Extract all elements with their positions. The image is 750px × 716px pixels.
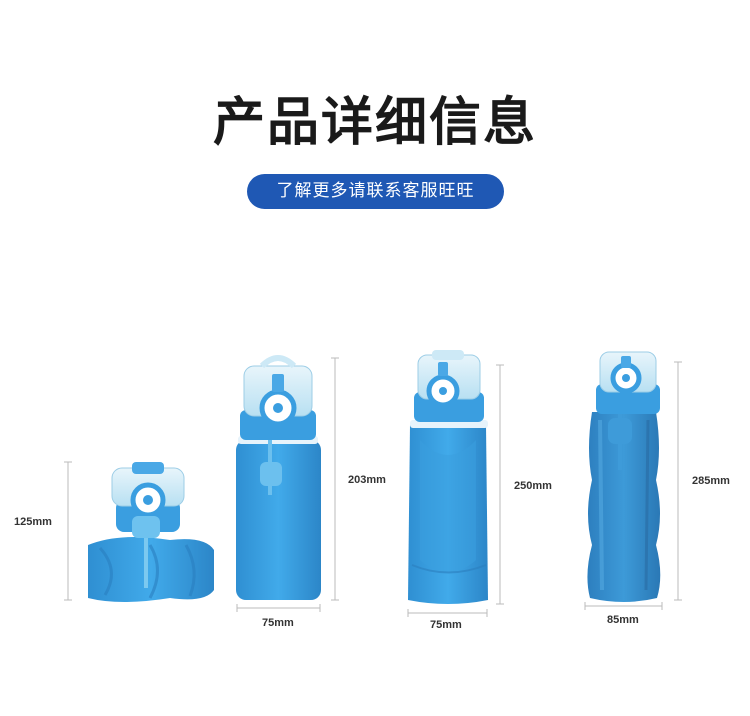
width-label-3: 75mm [430, 619, 462, 631]
height-label-2: 203mm [348, 474, 386, 486]
contact-pill[interactable]: 了解更多请联系客服旺旺 [247, 174, 504, 209]
product-203: 203mm 75mm [236, 355, 386, 629]
height-label-3: 250mm [514, 480, 552, 492]
height-label-4: 285mm [692, 475, 730, 487]
product-250: 250mm 75mm [407, 350, 552, 631]
product-285: 285mm 85mm [584, 351, 730, 626]
height-label-1: 125mm [14, 516, 52, 528]
product-rolled: 125mm [14, 461, 214, 602]
width-label-4: 85mm [607, 614, 639, 626]
width-label-2: 75mm [262, 617, 294, 629]
page-title: 产品详细信息 [212, 93, 537, 153]
